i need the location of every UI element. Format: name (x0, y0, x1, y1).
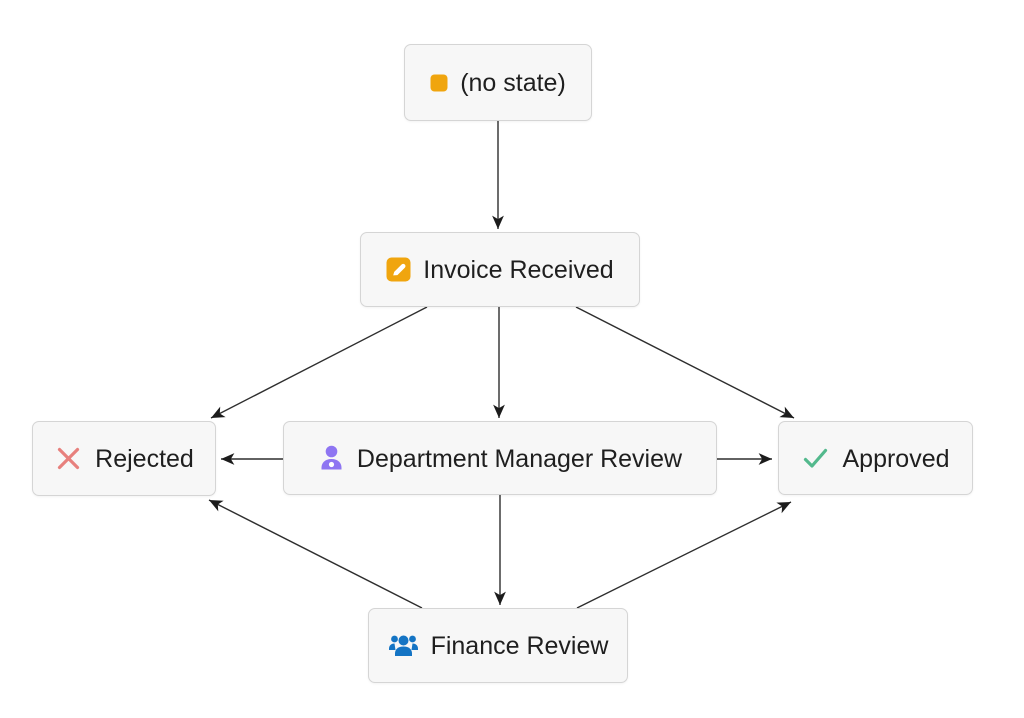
node-invoice-received[interactable]: Invoice Received (360, 232, 640, 307)
node-label: Approved (842, 444, 950, 473)
node-rejected[interactable]: Rejected (32, 421, 216, 496)
node-label: Invoice Received (423, 256, 614, 284)
cross-icon (54, 444, 83, 473)
edge-invoice-received-to-approved (575, 306, 795, 419)
edit-pencil-icon (386, 257, 411, 282)
people-group-icon (388, 631, 419, 660)
edge-invoice-received-to-rejected (210, 306, 428, 419)
node-no-state[interactable]: (no state) (404, 44, 592, 121)
node-label: Rejected (95, 445, 194, 473)
check-icon (801, 446, 830, 471)
edge-finance-review-to-approved (576, 501, 792, 609)
node-label: Department Manager Review (356, 444, 683, 473)
node-finance-review[interactable]: Finance Review (368, 608, 628, 683)
node-label: (no state) (460, 69, 566, 97)
person-icon (318, 444, 345, 472)
node-label: Finance Review (430, 632, 609, 660)
state-square-icon (430, 74, 448, 92)
node-department-manager-review[interactable]: Department Manager Review (283, 421, 717, 495)
node-approved[interactable]: Approved (778, 421, 973, 495)
edge-finance-review-to-rejected (208, 499, 423, 609)
